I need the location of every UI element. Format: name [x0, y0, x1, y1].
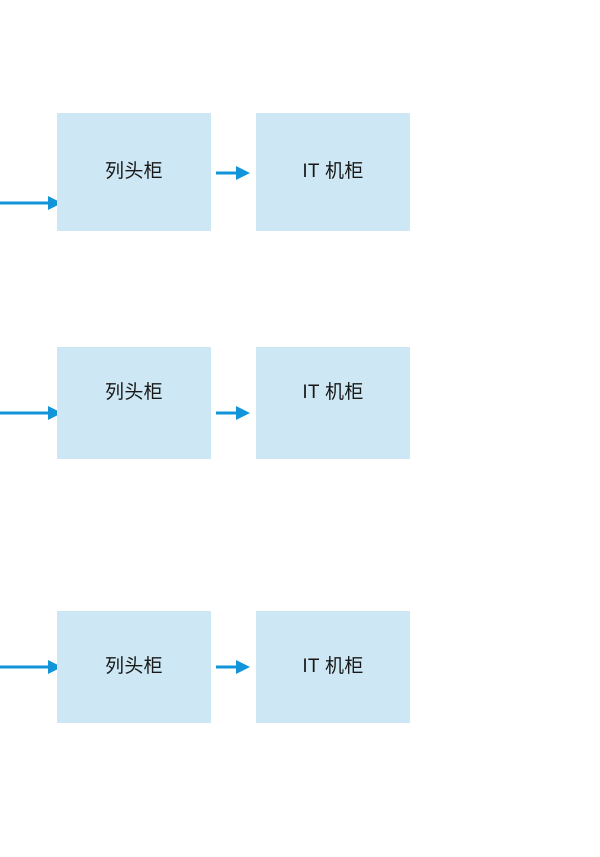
inbound-arrow-row-3 [0, 660, 62, 674]
flow-row-2: 列头柜 IT 机柜 [0, 0, 600, 459]
node-box-row2-col1[interactable]: 列头柜 [57, 347, 211, 459]
connector-arrow-row-1 [216, 166, 250, 180]
connector-arrow-row-3 [216, 660, 250, 674]
node-label: 列头柜 [105, 160, 163, 182]
inbound-arrow-row-2 [0, 406, 62, 420]
node-label: IT 机柜 [302, 655, 364, 677]
connector-arrow-row-2 [216, 406, 250, 420]
inbound-arrow-row-1 [0, 196, 62, 210]
node-label: IT 机柜 [302, 381, 364, 403]
node-box-row3-col1[interactable]: 列头柜 [57, 611, 211, 723]
node-box-row1-col1[interactable]: 列头柜 [57, 113, 211, 231]
node-box-row3-col2[interactable]: IT 机柜 [256, 611, 410, 723]
flow-row-1: 列头柜 IT 机柜 [0, 0, 600, 280]
flow-row-3: 列头柜 IT 机柜 [0, 0, 600, 723]
node-label: IT 机柜 [302, 160, 364, 182]
node-label: 列头柜 [105, 381, 163, 403]
node-label: 列头柜 [105, 655, 163, 677]
node-box-row2-col2[interactable]: IT 机柜 [256, 347, 410, 459]
node-box-row1-col2[interactable]: IT 机柜 [256, 113, 410, 231]
